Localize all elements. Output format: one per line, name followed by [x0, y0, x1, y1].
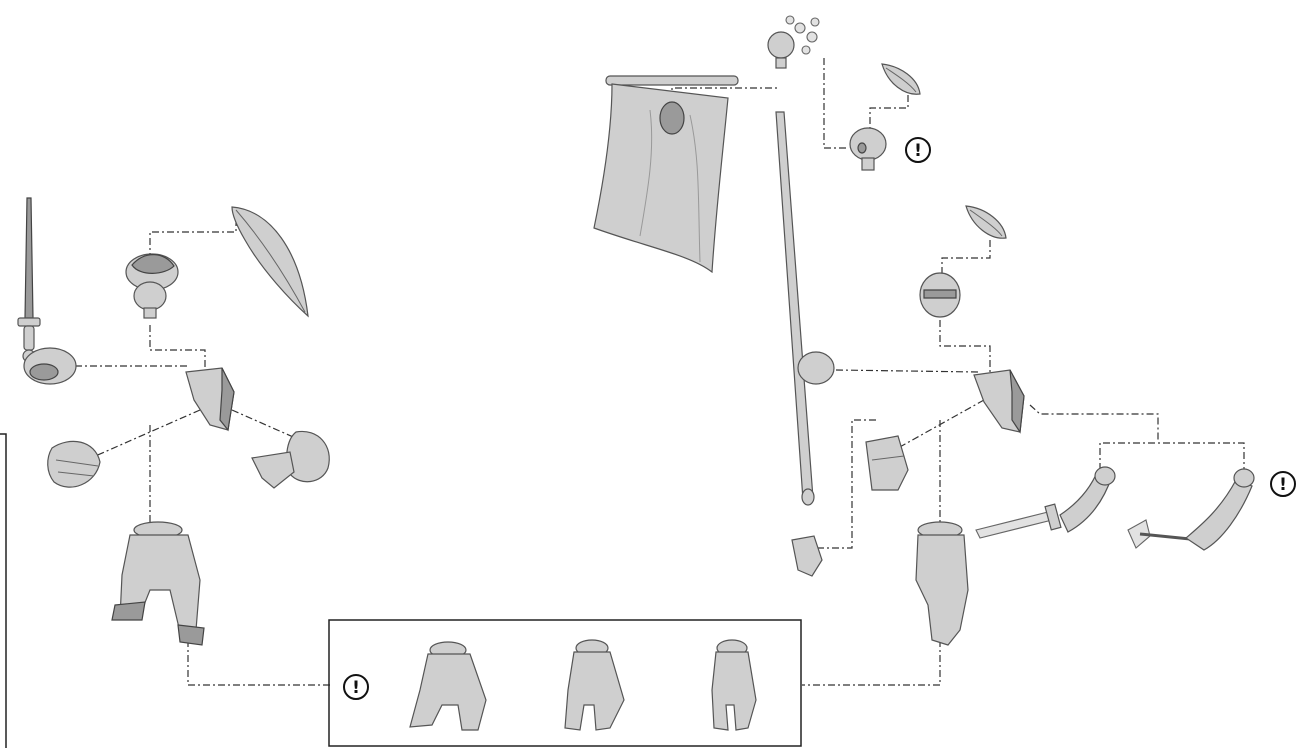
- warning-icon: !: [906, 138, 930, 162]
- sword-icon: [18, 198, 40, 362]
- connector-line: [824, 58, 848, 148]
- connector-line: [898, 400, 984, 448]
- left-knight-assembly: [18, 198, 330, 685]
- warning-symbol: !: [352, 678, 360, 698]
- legs-icon: [410, 642, 486, 730]
- legs-icon: [916, 522, 968, 645]
- feather-plume-icon: [232, 207, 308, 316]
- torso-icon: [186, 368, 234, 430]
- connector-line: [1030, 405, 1158, 440]
- sword-arm-icon: [976, 467, 1115, 538]
- connector-line: [188, 640, 330, 685]
- connector-line: [836, 370, 978, 372]
- right-hand-icon: [252, 431, 329, 488]
- legs-icon: [565, 640, 624, 730]
- connector-line: [940, 320, 990, 375]
- warning-icon: !: [344, 675, 368, 699]
- closed-helm-icon: [920, 273, 960, 317]
- axe-arm-icon: [1128, 469, 1254, 550]
- connector-line: [1100, 443, 1244, 470]
- shoulder-pauldron-icon: [866, 436, 908, 490]
- connector-line: [870, 95, 908, 128]
- shoulder-pauldron-icon: [24, 348, 76, 384]
- frame-edge: [0, 434, 6, 748]
- left-arm-icon: [48, 441, 100, 487]
- legs-icon: [712, 640, 756, 730]
- laurel-wreath-icon: [882, 64, 920, 94]
- plumed-helmet-icon: [126, 254, 178, 318]
- banner-assembly: [594, 16, 848, 505]
- connector-line: [150, 325, 205, 370]
- connector-line: [818, 420, 876, 548]
- laurel-wreath-icon: [966, 206, 1006, 238]
- skull-head-icon: [850, 128, 886, 170]
- warning-icon: !: [1271, 472, 1295, 496]
- legs-icon: [112, 522, 204, 645]
- hand-icon: [792, 536, 822, 576]
- sun-finial-icon: [768, 16, 819, 68]
- connector-line: [942, 240, 990, 275]
- warning-symbol: !: [1279, 475, 1287, 495]
- connector-line: [802, 640, 940, 685]
- connector-line: [232, 410, 300, 440]
- warning-symbol: !: [914, 141, 922, 161]
- banner-flag-icon: [594, 76, 738, 272]
- leg-options-box: !: [329, 620, 801, 746]
- banner-pole-icon: [776, 112, 834, 505]
- right-knight-assembly: !: [792, 64, 1295, 685]
